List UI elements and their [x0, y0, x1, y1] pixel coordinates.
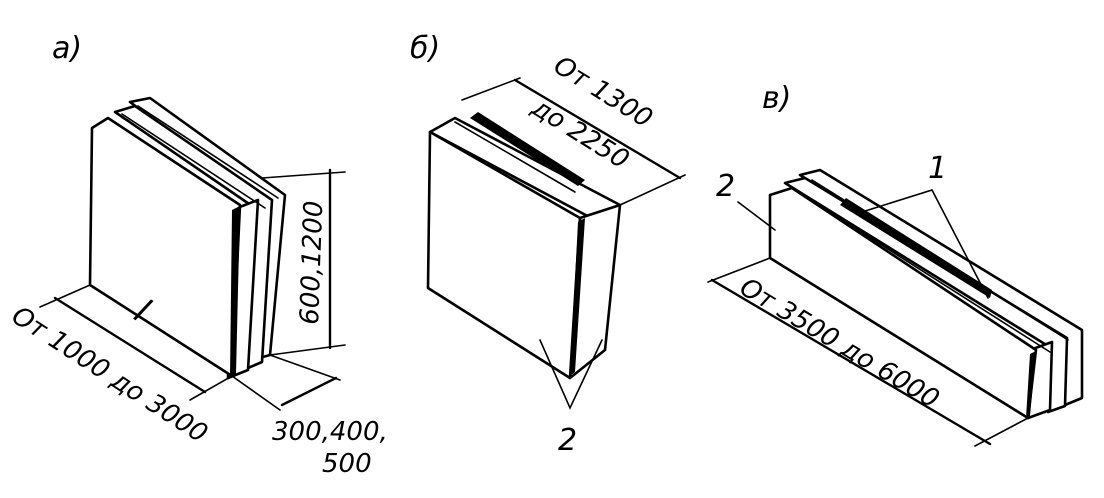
panel-c-label: в): [762, 81, 791, 116]
callout-c-1-leader: [861, 189, 989, 299]
dim-c-ext-1: [707, 257, 771, 283]
block-b-groove: [470, 112, 585, 186]
dim-a-thk-line: [280, 376, 338, 407]
block-b-groove-edge: [454, 121, 576, 193]
block-a-edge-shade: [230, 206, 240, 377]
panel-b: б) От 1300 до 2250 2: [410, 31, 686, 458]
dim-a-length-ext-1: [39, 284, 91, 308]
block-c-groove: [840, 198, 992, 298]
panel-c: в) 1 2 От 3500 до 6000: [707, 81, 1084, 447]
callout-c-2: 2: [716, 169, 735, 204]
block-b-front-face: [426, 130, 582, 380]
block-c-ridge-1: [794, 189, 1051, 353]
dim-b-ext-1: [461, 77, 521, 101]
dim-b-ext-2: [619, 174, 686, 206]
panel-b-label: б): [410, 31, 440, 66]
dim-a-thk-ext-1: [231, 375, 281, 411]
callout-c-1: 1: [928, 151, 947, 186]
dim-b-line: [513, 78, 682, 180]
dim-a-thickness-2: 500: [322, 449, 372, 479]
dim-a-thickness-1: 300,400,: [272, 417, 388, 447]
block-b-edge-shade: [570, 218, 585, 376]
dim-a-height: 600,1200: [295, 200, 329, 325]
panel-a: а) l От 1000 до 3000 600,1200 300,400, 5…: [6, 31, 388, 479]
panel-a-label: а): [52, 31, 82, 66]
dim-a-length-ext-2: [189, 375, 233, 401]
dim-c-line: [710, 278, 992, 446]
dim-a-length-line: [53, 296, 207, 394]
block-a-ridge-1: [121, 113, 266, 209]
dim-a-height-ext-1: [261, 171, 346, 179]
callout-b-leader: [539, 339, 603, 410]
block-a-ridge-2: [137, 105, 279, 199]
dim-a-height-ext-2: [269, 344, 346, 356]
callout-c-2-leader: [737, 201, 776, 231]
block-c-edge-shade: [1026, 351, 1036, 418]
dim-c-ext-2: [974, 417, 1029, 447]
dim-a-thk-ext-2: [269, 354, 341, 381]
callout-b-2: 2: [558, 423, 577, 458]
